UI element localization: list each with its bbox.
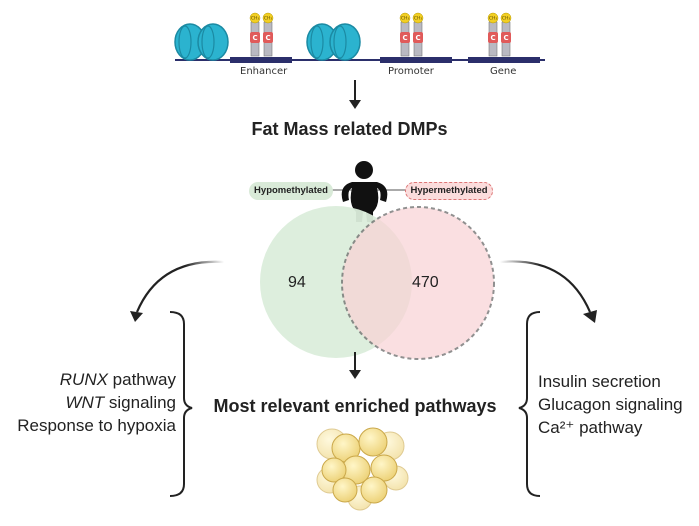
gene-name: RUNX (59, 370, 108, 389)
left-curved-arrow-icon (130, 260, 225, 322)
venn-diagram (260, 206, 495, 360)
right-pathway-item: Glucagon signaling (538, 395, 683, 414)
right-brace (518, 311, 541, 497)
right-pathway-list: Insulin secretion Glucagon signaling Ca²… (538, 370, 683, 439)
hypo-count: 94 (288, 274, 306, 291)
left-pathway-item: WNT signaling (17, 391, 176, 414)
right-pathway-item: Ca²⁺ pathway (538, 418, 643, 437)
left-pathway-item: Response to hypoxia (17, 414, 176, 437)
dna-strand (174, 12, 545, 63)
methylated-cpg-icon (399, 12, 424, 57)
enriched-pathways-label: Most relevant enriched pathways (213, 396, 497, 416)
enhancer-region (230, 57, 292, 63)
hyper-count: 470 (412, 274, 439, 291)
gene-name: WNT (65, 393, 105, 412)
methylated-cpg-icon (487, 12, 512, 57)
pathway-text: signaling (104, 393, 176, 412)
nucleosome-icon (306, 23, 361, 61)
gene-region (468, 57, 540, 63)
left-pathway-list: RUNX pathway WNT signaling Response to h… (17, 368, 176, 437)
promoter-region (380, 57, 452, 63)
pathway-text: Response to hypoxia (17, 416, 176, 435)
diagram-title: Fat Mass related DMPs (251, 119, 448, 139)
left-brace (169, 311, 193, 497)
down-arrow-icon (349, 80, 361, 109)
hypomethylated-label: Hypomethylated (249, 182, 333, 200)
pathway-text: pathway (107, 370, 176, 389)
right-pathway-item: Insulin secretion (538, 372, 661, 391)
left-pathway-item: RUNX pathway (17, 368, 176, 391)
nucleosome-icon (174, 23, 229, 61)
promoter-label: Promoter (388, 66, 434, 77)
enhancer-label: Enhancer (240, 66, 288, 77)
hypermethylated-label: Hypermethylated (405, 182, 493, 200)
methylated-cpg-icon (249, 12, 274, 57)
venn-hyper-circle (341, 206, 495, 360)
adipocyte-cluster-icon (316, 427, 409, 511)
down-arrow-icon (349, 352, 361, 379)
gene-label: Gene (490, 66, 517, 77)
right-curved-arrow-icon (499, 260, 597, 323)
